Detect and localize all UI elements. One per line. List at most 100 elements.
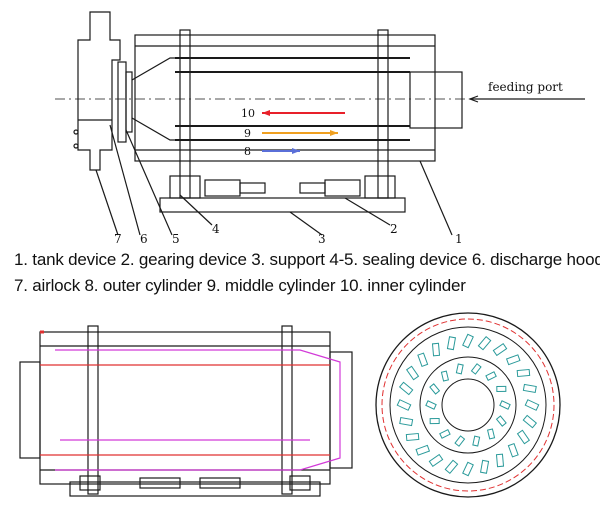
flight-blade: [429, 383, 441, 395]
leader-2: [344, 197, 391, 226]
flight-blade: [455, 363, 464, 375]
riding-ring-left: [179, 29, 191, 199]
side-gear: [199, 477, 241, 489]
side-ring-right: [281, 325, 293, 495]
discharge-hood: [77, 11, 121, 171]
flow-label-8: 8: [244, 145, 251, 158]
outer-shell: [375, 312, 561, 498]
side-roller: [289, 475, 311, 491]
side-drum: [39, 331, 331, 485]
airlock-bolt: [73, 143, 79, 149]
flight-blade: [516, 368, 531, 378]
sealing-ring-outer: [117, 61, 127, 143]
side-end-right: [329, 351, 353, 469]
flight-blade: [495, 453, 505, 468]
flight-blade: [492, 342, 508, 357]
airlock-bolt: [73, 129, 79, 135]
inner-cylinder: [441, 378, 495, 432]
flight-blade: [425, 400, 437, 410]
callout-2: 2: [390, 222, 398, 236]
side-gear: [139, 477, 181, 489]
callout-7: 7: [114, 232, 122, 246]
flow-arrowhead-9: [330, 130, 338, 136]
flight-blade: [428, 453, 444, 468]
callout-1: 1: [455, 232, 463, 246]
feed-tube: [409, 71, 463, 129]
flight-blade: [439, 429, 451, 439]
flow-arrows: [262, 110, 345, 154]
support-base: [159, 197, 406, 213]
flight-blade: [462, 461, 474, 477]
side-base: [69, 481, 321, 497]
flight-blade: [496, 385, 507, 393]
leader-3: [289, 211, 323, 236]
roller-left: [169, 175, 201, 199]
outer-cylinder: [389, 326, 547, 484]
shaft-right: [299, 182, 326, 194]
flight-blade: [429, 417, 440, 425]
side-roller: [79, 475, 101, 491]
flight-blade: [516, 429, 531, 445]
flight-blade: [440, 370, 450, 382]
callout-6: 6: [140, 232, 148, 246]
side-ring-left: [87, 325, 99, 495]
flight-blade: [417, 352, 429, 368]
side-red-lines: [40, 330, 330, 456]
flow-labels: 10 9 8: [241, 107, 255, 158]
feeding-port-label: feeding port: [488, 80, 563, 94]
leader-1: [419, 160, 453, 236]
side-magenta-path: [55, 349, 341, 471]
flight-blade: [462, 333, 474, 349]
callout-3: 3: [318, 232, 326, 246]
flight-blade: [472, 435, 481, 447]
flight-blade: [405, 365, 420, 381]
feeding-arrow-head: [468, 95, 479, 103]
roller-right: [364, 175, 396, 199]
callout-4: 4: [212, 222, 220, 236]
flight-blade: [396, 399, 412, 411]
top-drawing: [55, 11, 585, 236]
sealing-ring-inner: [125, 71, 133, 133]
flight-blade: [446, 336, 457, 351]
riding-ring-right: [377, 29, 389, 199]
flow-arrowhead-8: [292, 148, 300, 154]
cross-section: [375, 312, 561, 498]
flight-blade: [499, 400, 511, 410]
callout-numbers: 1 2 3 4 5 6 7: [114, 222, 463, 246]
flight-blade: [479, 459, 490, 474]
flow-arrowhead-10: [262, 110, 270, 116]
flight-blade: [399, 416, 414, 427]
leader-6: [109, 124, 141, 236]
outer-flights: [396, 333, 540, 477]
flight-blade: [485, 371, 497, 381]
flight-blade: [524, 399, 540, 411]
flight-blade: [477, 335, 492, 351]
inner-flights: [425, 363, 511, 447]
middle-cylinder: [419, 356, 517, 454]
flight-blade: [522, 383, 537, 394]
leader-5: [125, 129, 173, 236]
flow-label-9: 9: [244, 127, 251, 140]
flight-blade: [507, 442, 519, 458]
gear-right: [324, 179, 361, 197]
flight-blade: [398, 381, 414, 396]
flight-blade: [454, 435, 466, 447]
leader-4: [179, 194, 213, 226]
shaft-left: [239, 182, 266, 194]
flight-blade: [522, 414, 538, 429]
discharge-cone: [131, 57, 175, 141]
gear-left: [204, 179, 241, 197]
flow-label-10: 10: [241, 107, 255, 120]
leader-7: [95, 169, 119, 236]
flight-blade: [415, 444, 431, 456]
flight-blade: [444, 459, 459, 475]
flight-blade: [431, 342, 441, 357]
flight-blade: [505, 354, 521, 366]
flight-blade: [470, 363, 482, 375]
flight-blade: [495, 415, 507, 427]
tank-body: [134, 34, 436, 162]
side-end-left: [19, 361, 41, 459]
flight-blade: [405, 432, 420, 442]
flight-blade: [486, 428, 496, 440]
